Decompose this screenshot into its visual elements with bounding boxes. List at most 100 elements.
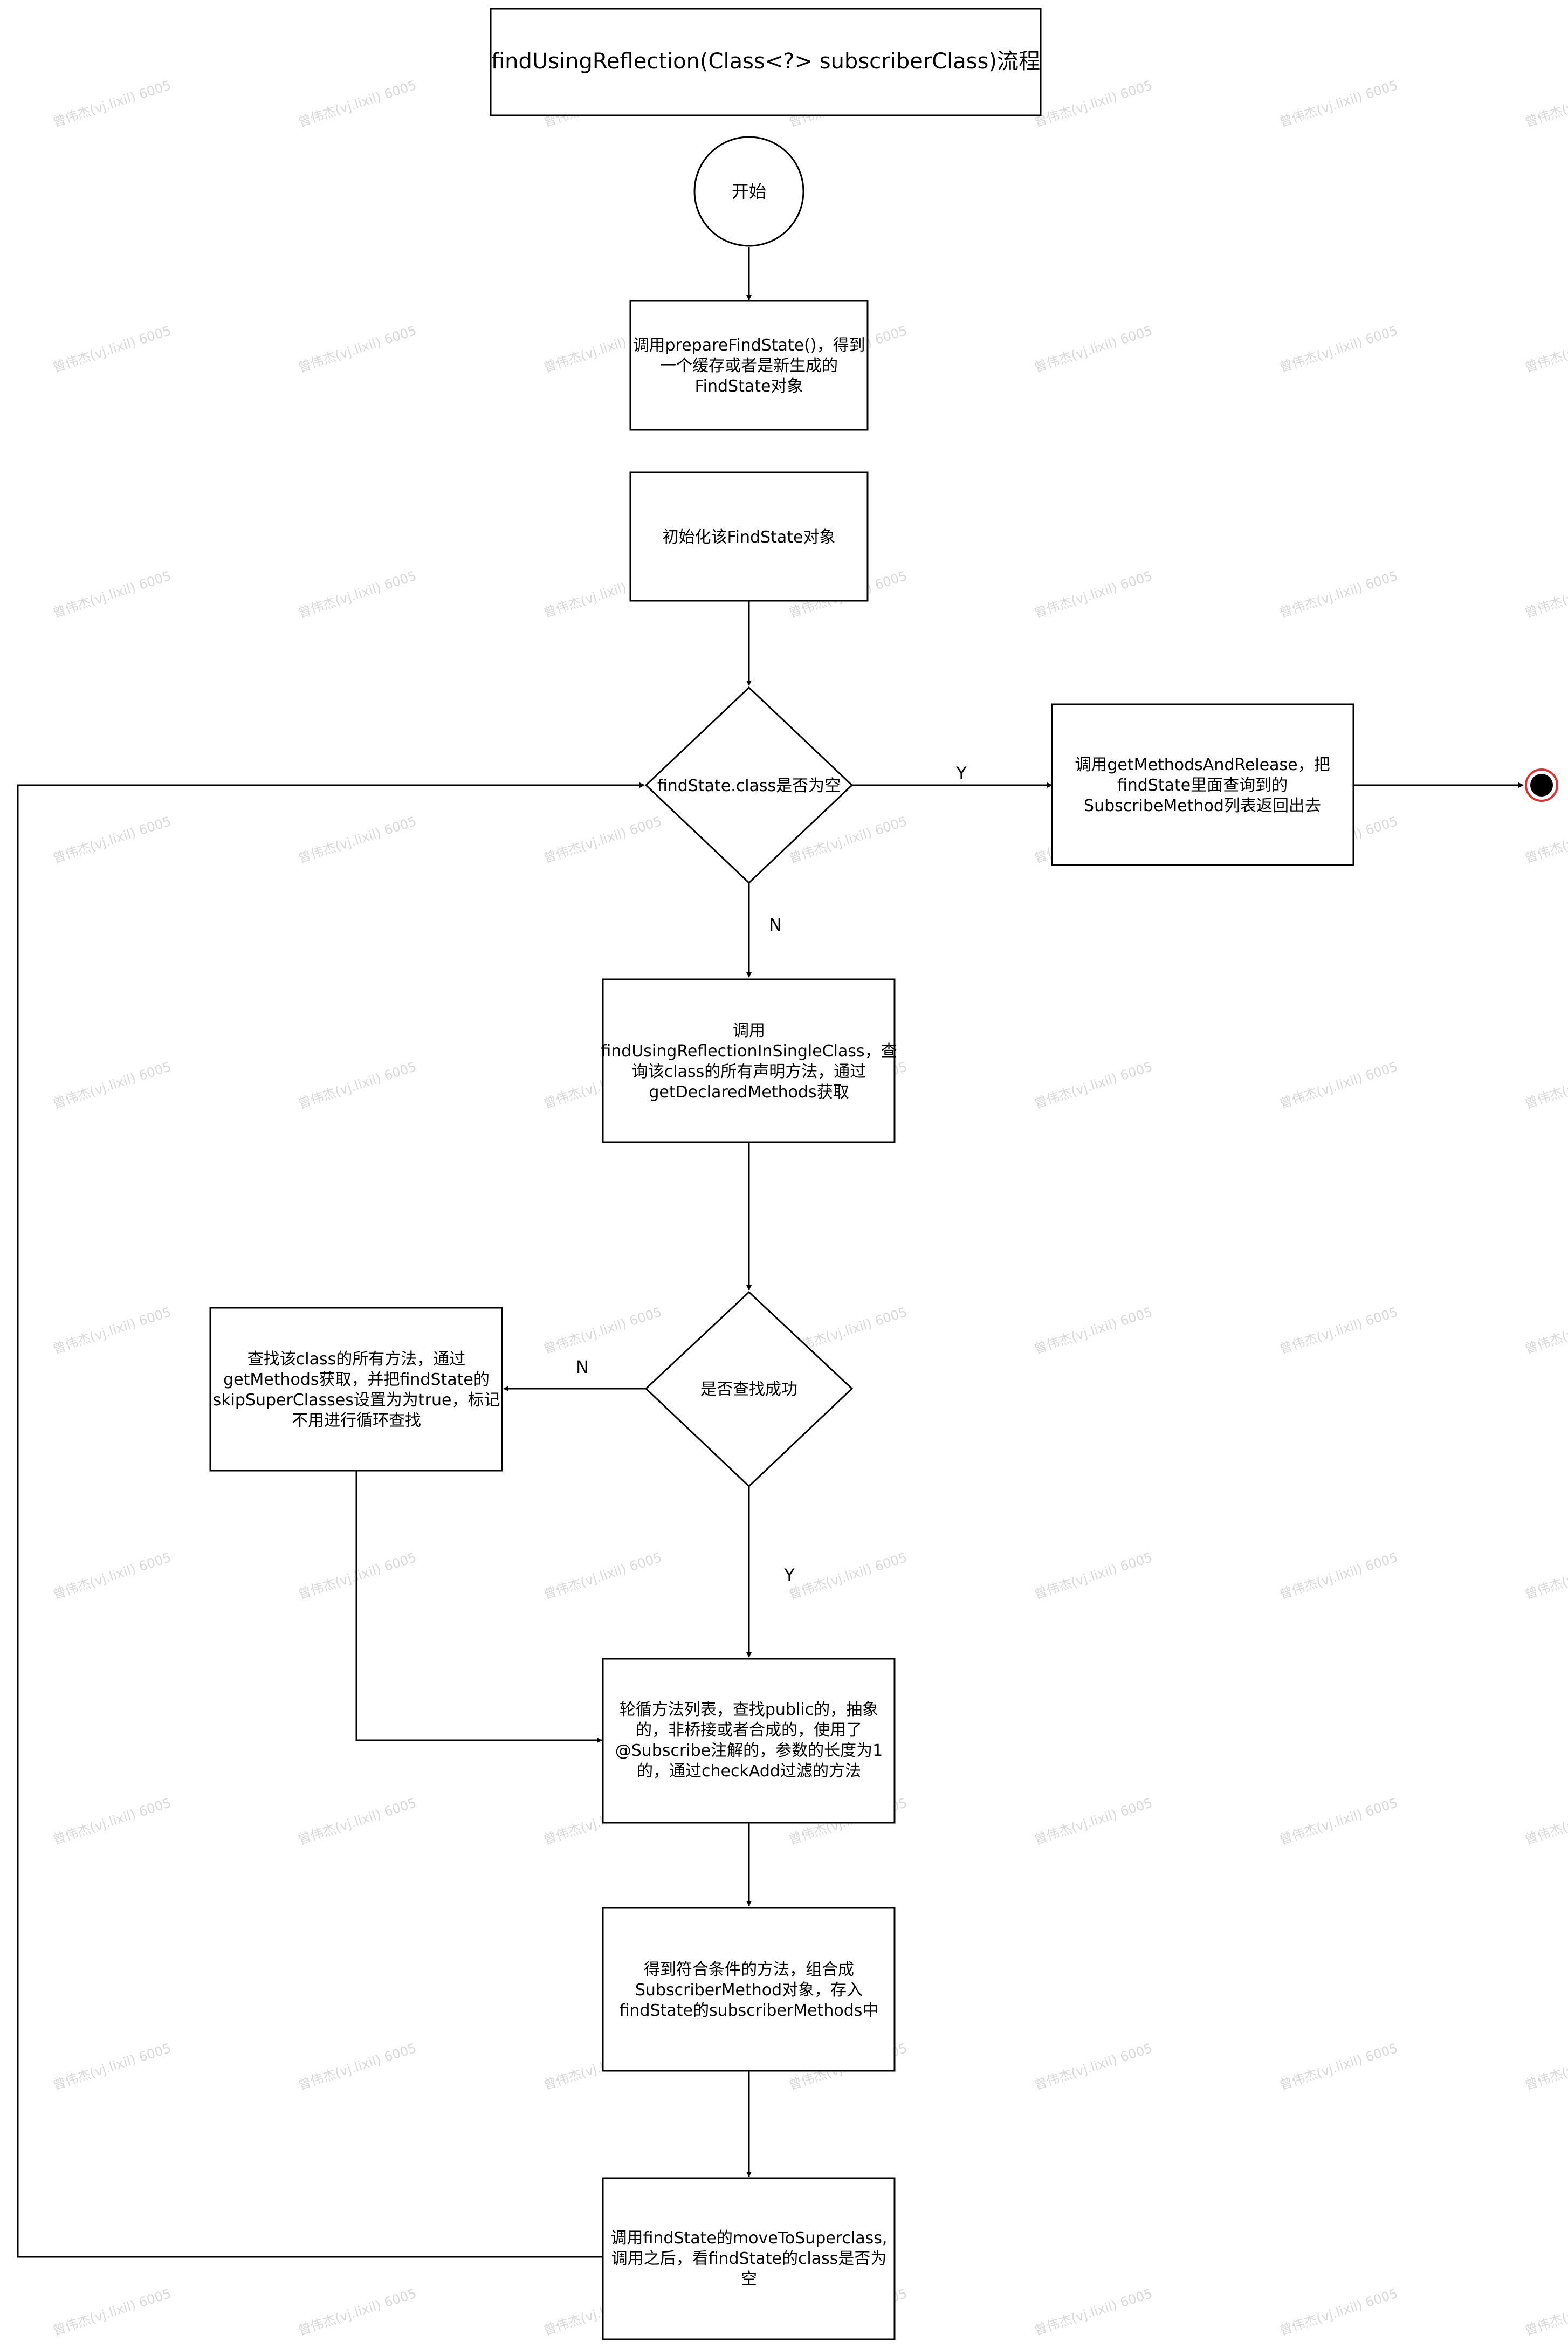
watermark-text: 曾伟杰(vj.lixil) 6005 <box>51 1795 173 1848</box>
process-single-class-text-line-4: getDeclaredMethods获取 <box>649 1083 849 1102</box>
process-init-text: 初始化该FindState对象 <box>663 528 836 547</box>
watermark-text: 曾伟杰(vj.lixil) 6005 <box>296 78 418 130</box>
process-init-box <box>629 471 869 602</box>
process-get-methods-text-line-4: 不用进行循环查找 <box>292 1411 421 1430</box>
process-iterate-methods-text-line-1: 轮循方法列表，查找public的，抽象 <box>620 1700 878 1719</box>
edge-move-loop-back <box>17 782 645 2258</box>
watermark-text: 曾伟杰(vj.lixil) 6005 <box>1277 2286 1399 2338</box>
process-get-methods-text-line-3: skipSuperClasses设置为为true，标记 <box>213 1391 500 1410</box>
watermark-text: 曾伟杰(vj.lixil) 6005 <box>1032 1305 1154 1357</box>
watermark-text: 曾伟杰(vj.lixil) 6005 <box>1523 2286 1568 2338</box>
process-move-to-superclass: 调用findState的moveToSuperclass,调用之后，看findS… <box>602 2177 896 2340</box>
process-build-subscriber-method-box <box>602 1907 896 2072</box>
decision-found-shape <box>644 1290 854 1488</box>
watermark-text: 曾伟杰(vj.lixil) 6005 <box>1277 1795 1399 1848</box>
watermark-text: 曾伟杰(vj.lixil) 6005 <box>1523 1550 1568 1602</box>
watermark-text: 曾伟杰(vj.lixil) 6005 <box>1032 1059 1154 1111</box>
decision-class-null-text: findState.class是否为空 <box>657 777 841 795</box>
decision-class-null-text-line-1: findState.class是否为空 <box>657 777 841 795</box>
watermark-text: 曾伟杰(vj.lixil) 6005 <box>51 78 173 130</box>
process-get-methods-text-line-1: 查找该class的所有方法，通过 <box>247 1350 465 1369</box>
process-iterate-methods-text: 轮循方法列表，查找public的，抽象的，非桥接或者合成的，使用了@Subscr… <box>615 1700 883 1781</box>
process-iterate-methods-box <box>602 1658 896 1824</box>
process-iterate-methods-text-line-4: 的，通过checkAdd过滤的方法 <box>637 1762 861 1781</box>
process-move-to-superclass-text: 调用findState的moveToSuperclass,调用之后，看findS… <box>611 2229 888 2289</box>
watermark-text: 曾伟杰(vj.lixil) 6005 <box>51 323 173 375</box>
process-prepare-box <box>629 300 869 431</box>
watermark-text: 曾伟杰(vj.lixil) 6005 <box>1523 1305 1568 1357</box>
watermark-text: 曾伟杰(vj.lixil) 6005 <box>1032 568 1154 621</box>
watermark-text: 曾伟杰(vj.lixil) 6005 <box>296 568 418 621</box>
watermark-text: 曾伟杰(vj.lixil) 6005 <box>51 1059 173 1111</box>
diagram-title: findUsingReflection(Class<?> subscriberC… <box>491 49 1040 74</box>
watermark-text: 曾伟杰(vj.lixil) 6005 <box>1032 78 1154 130</box>
edges <box>17 247 1524 2258</box>
decision-found-text: 是否查找成功 <box>700 1380 797 1399</box>
watermark-text: 曾伟杰(vj.lixil) 6005 <box>1277 1550 1399 1602</box>
process-prepare-text-line-2: 一个缓存或者是新生成的 <box>660 356 838 375</box>
watermark-text: 曾伟杰(vj.lixil) 6005 <box>51 2286 173 2338</box>
decision-found: 是否查找成功 <box>644 1290 854 1488</box>
watermark-text: 曾伟杰(vj.lixil) 6005 <box>296 2286 418 2338</box>
process-init: 初始化该FindState对象 <box>629 471 869 602</box>
watermark-text: 曾伟杰(vj.lixil) 6005 <box>1277 78 1399 130</box>
start-label: 开始 <box>732 181 766 202</box>
watermark-text: 曾伟杰(vj.lixil) 6005 <box>541 1305 663 1357</box>
watermark-text: 曾伟杰(vj.lixil) 6005 <box>1032 2041 1154 2093</box>
watermark-text: 曾伟杰(vj.lixil) 6005 <box>1523 323 1568 375</box>
watermark-text: 曾伟杰(vj.lixil) 6005 <box>51 568 173 621</box>
process-single-class-text-line-1: 调用 <box>733 1021 765 1040</box>
start-node: 开始 <box>693 136 804 247</box>
watermark-text: 曾伟杰(vj.lixil) 6005 <box>296 1550 418 1602</box>
process-prepare-text-line-1: 调用prepareFindState()，得到 <box>632 336 865 355</box>
process-get-methods-and-release-text-line-2: findState里面查询到的 <box>1117 776 1288 795</box>
watermark-text: 曾伟杰(vj.lixil) 6005 <box>296 2041 418 2093</box>
watermark-text: 曾伟杰(vj.lixil) 6005 <box>296 1795 418 1848</box>
process-get-methods-and-release-text-line-1: 调用getMethodsAndRelease，把 <box>1075 756 1330 774</box>
end-node <box>1525 768 1558 802</box>
end-dot <box>1530 774 1553 797</box>
watermark-text: 曾伟杰(vj.lixil) 6005 <box>51 2041 173 2093</box>
process-move-to-superclass-text-line-1: 调用findState的moveToSuperclass, <box>611 2229 888 2248</box>
watermark-text: 曾伟杰(vj.lixil) 6005 <box>51 1305 173 1357</box>
process-single-class-box <box>602 978 896 1143</box>
process-get-methods-text-line-2: getMethods获取，并把findState的 <box>223 1370 490 1389</box>
watermark-text: 曾伟杰(vj.lixil) 6005 <box>1277 2041 1399 2093</box>
process-single-class-text-line-2: findUsingReflectionInSingleClass，查 <box>601 1042 897 1061</box>
process-iterate-methods-text-line-3: @Subscribe注解的，参数的长度为1 <box>615 1741 883 1760</box>
watermark-text: 曾伟杰(vj.lixil) 6005 <box>541 1550 663 1602</box>
process-iterate-methods-text-line-2: 的，非桥接或者合成的，使用了 <box>636 1721 862 1740</box>
watermark-text: 曾伟杰(vj.lixil) 6005 <box>1523 78 1568 130</box>
edge-label-found-yes: Y <box>783 1565 795 1585</box>
process-build-subscriber-method-text-line-3: findState的subscriberMethods中 <box>620 2001 879 2020</box>
decision-found-text-line-1: 是否查找成功 <box>700 1380 797 1399</box>
watermark-text: 曾伟杰(vj.lixil) 6005 <box>1032 323 1154 375</box>
title-box: findUsingReflection(Class<?> subscriberC… <box>490 8 1042 116</box>
process-init-text-line-1: 初始化该FindState对象 <box>663 528 836 547</box>
process-move-to-superclass-text-line-2: 调用之后，看findState的class是否为 <box>611 2249 887 2268</box>
watermark-text: 曾伟杰(vj.lixil) 6005 <box>787 1550 909 1602</box>
watermark-text: 曾伟杰(vj.lixil) 6005 <box>1523 1059 1568 1111</box>
watermark-text: 曾伟杰(vj.lixil) 6005 <box>296 323 418 375</box>
edge-label-class-null-yes: Y <box>955 763 967 784</box>
watermark-text: 曾伟杰(vj.lixil) 6005 <box>1523 814 1568 866</box>
process-get-methods-box <box>209 1307 503 1472</box>
watermark-text: 曾伟杰(vj.lixil) 6005 <box>1032 1550 1154 1602</box>
title-frame <box>490 8 1042 116</box>
process-move-to-superclass-box <box>602 2177 896 2340</box>
process-get-methods-and-release-box <box>1051 703 1354 866</box>
watermark-text: 曾伟杰(vj.lixil) 6005 <box>1032 1795 1154 1848</box>
watermark-text: 曾伟杰(vj.lixil) 6005 <box>51 814 173 866</box>
watermark-text: 曾伟杰(vj.lixil) 6005 <box>1032 2286 1154 2338</box>
